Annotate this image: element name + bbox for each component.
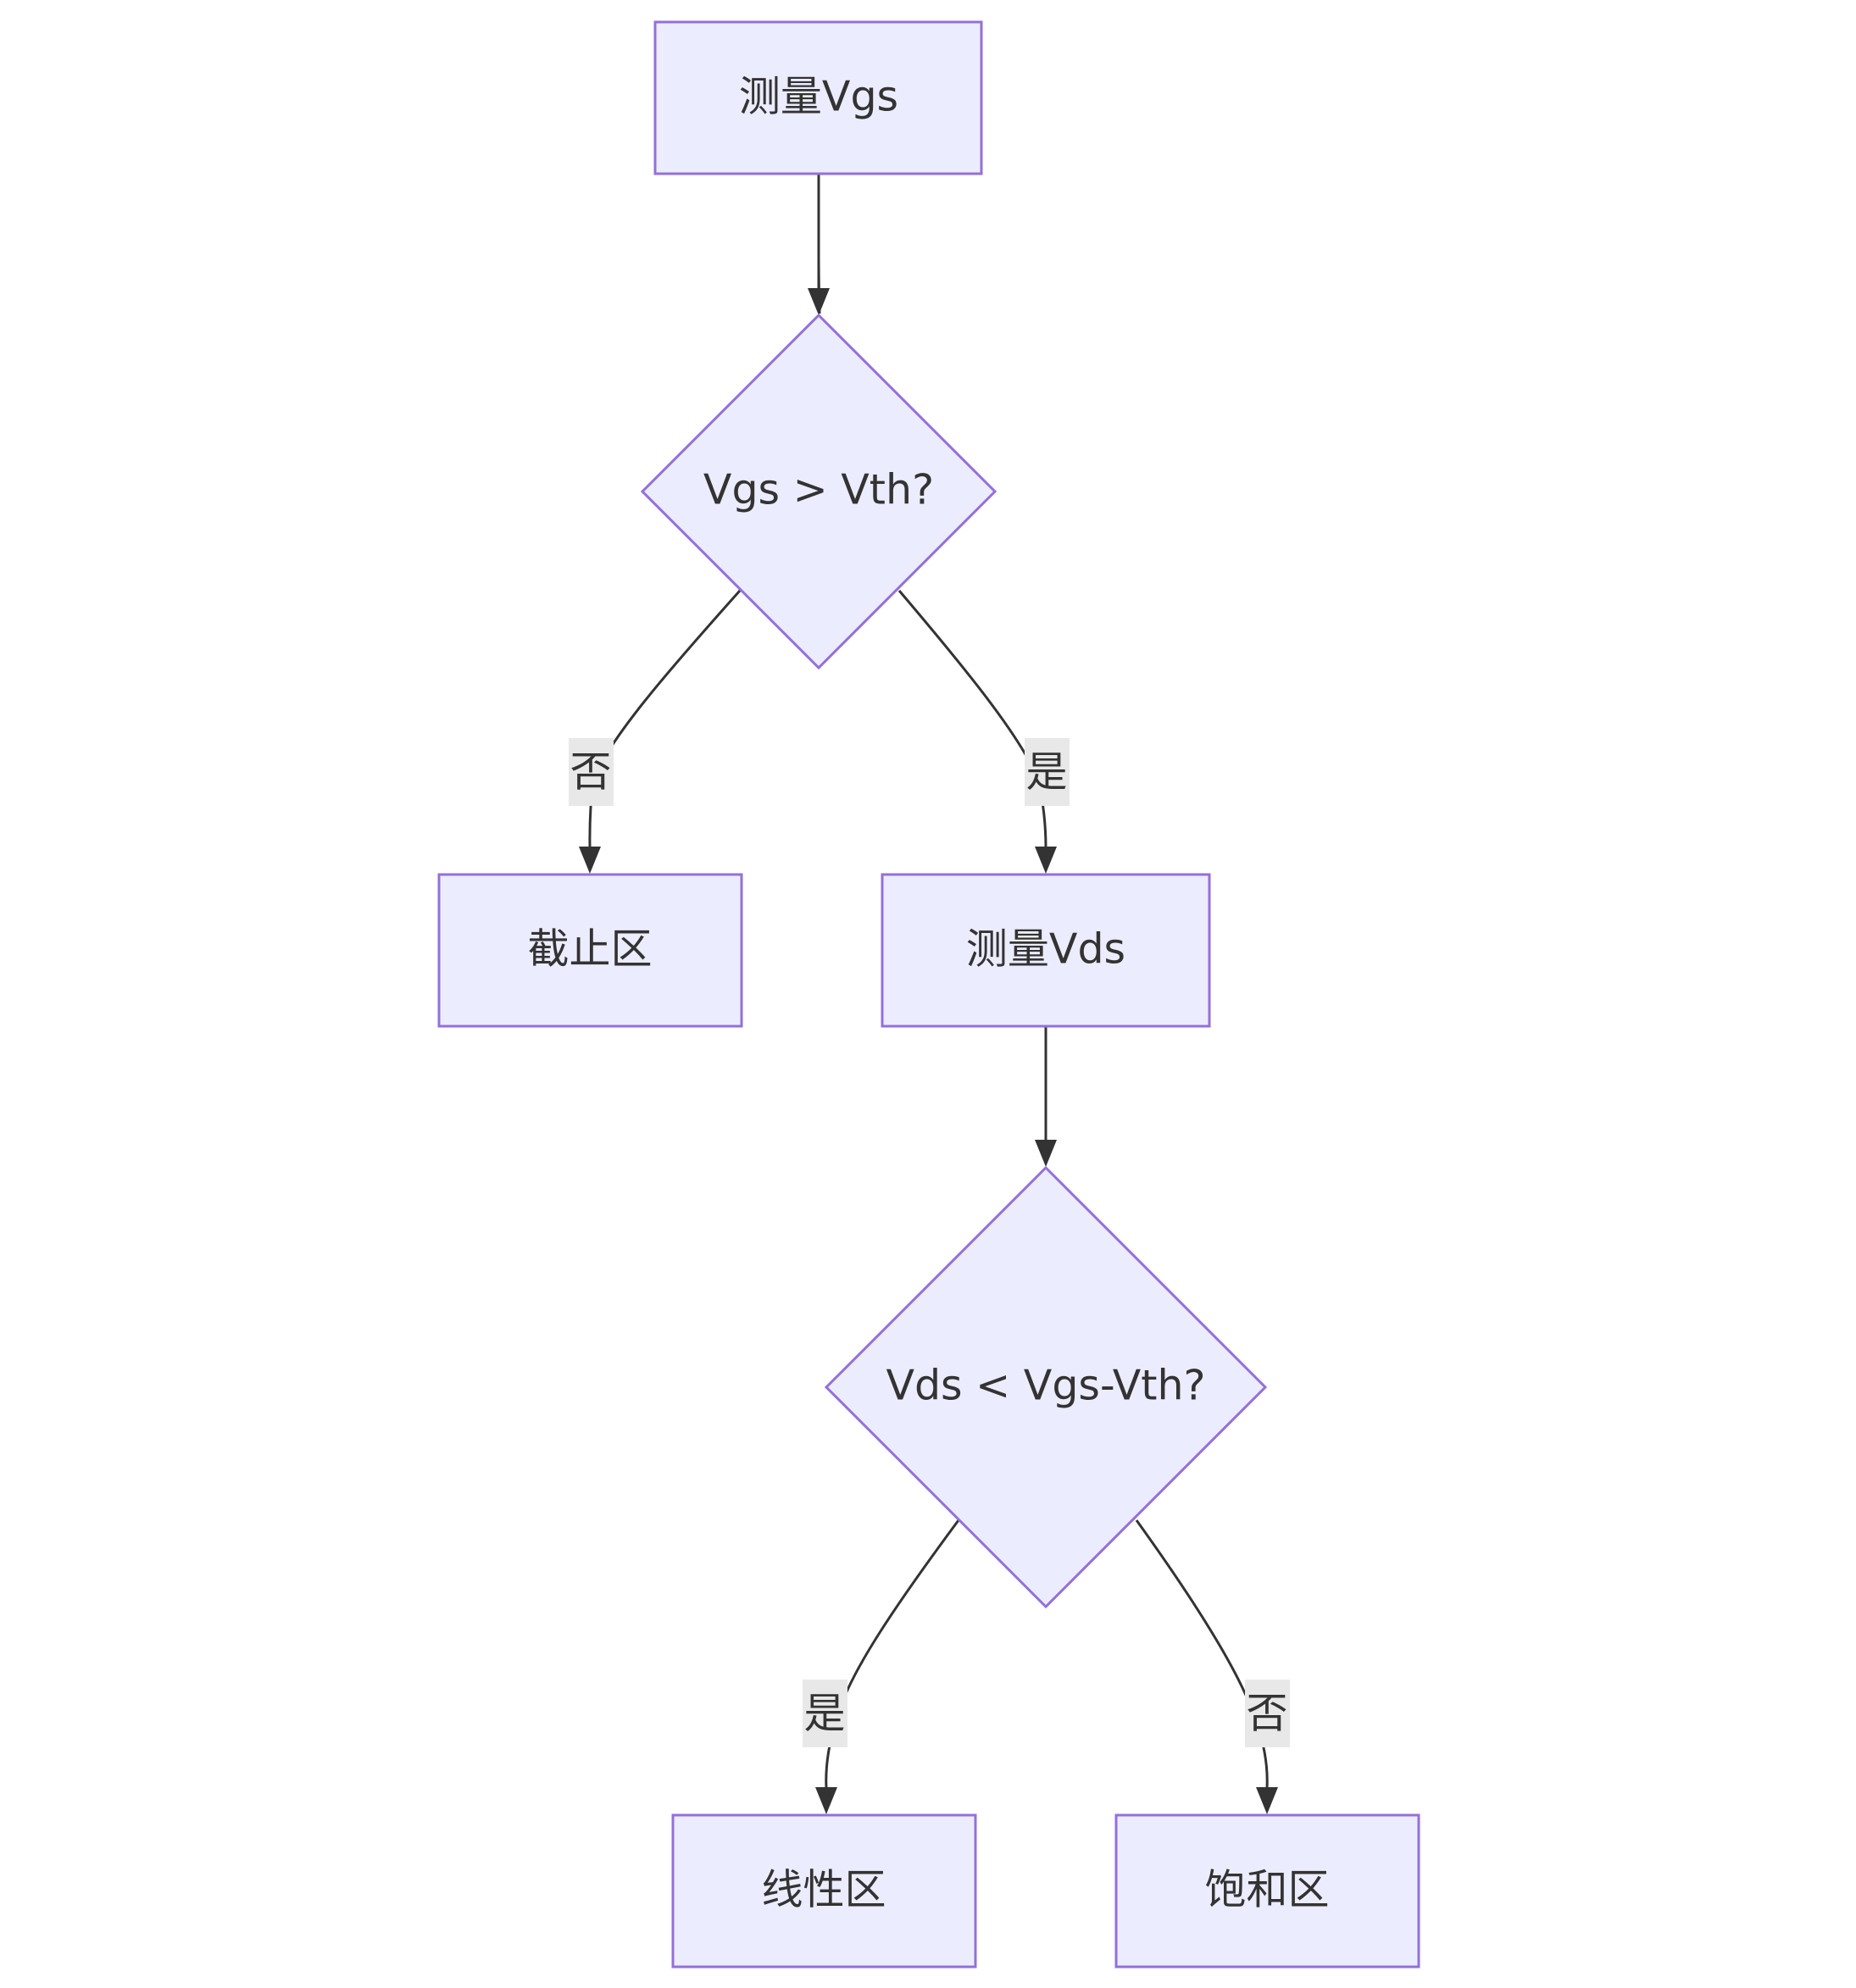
node-decision-vds: Vds < Vgs-Vth? bbox=[824, 1165, 1268, 1609]
node-measure-vds-label: 测量Vds bbox=[966, 925, 1125, 974]
edge-measure-vds-to-decision bbox=[1035, 1026, 1057, 1167]
node-measure-vgs: 测量Vgs bbox=[653, 20, 983, 175]
edge-measure-vgs-to-decision bbox=[808, 175, 830, 315]
edge-decision-vgs-yes bbox=[897, 590, 1057, 874]
edge-label-vgs-yes-text: 是 bbox=[1025, 748, 1067, 797]
edge-label-vds-no: 否 bbox=[1245, 1680, 1290, 1747]
edge-decision-vds-no bbox=[1135, 1519, 1278, 1814]
edge-label-vgs-no: 否 bbox=[569, 738, 614, 806]
node-saturation: 饱和区 bbox=[1114, 1813, 1420, 1969]
edge-label-vds-no-text: 否 bbox=[1246, 1690, 1287, 1738]
edge-decision-vds-yes bbox=[815, 1519, 960, 1814]
edge-label-vgs-yes: 是 bbox=[1025, 738, 1070, 806]
node-cutoff-label: 截止区 bbox=[527, 925, 652, 974]
node-linear-label: 线性区 bbox=[761, 1866, 886, 1914]
node-cutoff: 截止区 bbox=[437, 873, 743, 1028]
node-decision-vds-label: Vds < Vgs-Vth? bbox=[886, 1362, 1205, 1410]
edge-label-vds-yes-text: 是 bbox=[803, 1690, 845, 1738]
edge-label-vds-yes: 是 bbox=[803, 1680, 847, 1747]
node-measure-vds: 测量Vds bbox=[881, 873, 1211, 1028]
node-linear: 线性区 bbox=[671, 1813, 977, 1969]
node-decision-vgs-vth-label: Vgs > Vth? bbox=[703, 466, 934, 514]
node-decision-vgs-vth: Vgs > Vth? bbox=[640, 313, 997, 670]
edge-decision-vgs-no bbox=[579, 590, 742, 874]
node-measure-vgs-label: 测量Vgs bbox=[739, 73, 898, 121]
edge-label-vgs-no-text: 否 bbox=[570, 748, 611, 797]
node-saturation-label: 饱和区 bbox=[1204, 1866, 1329, 1914]
